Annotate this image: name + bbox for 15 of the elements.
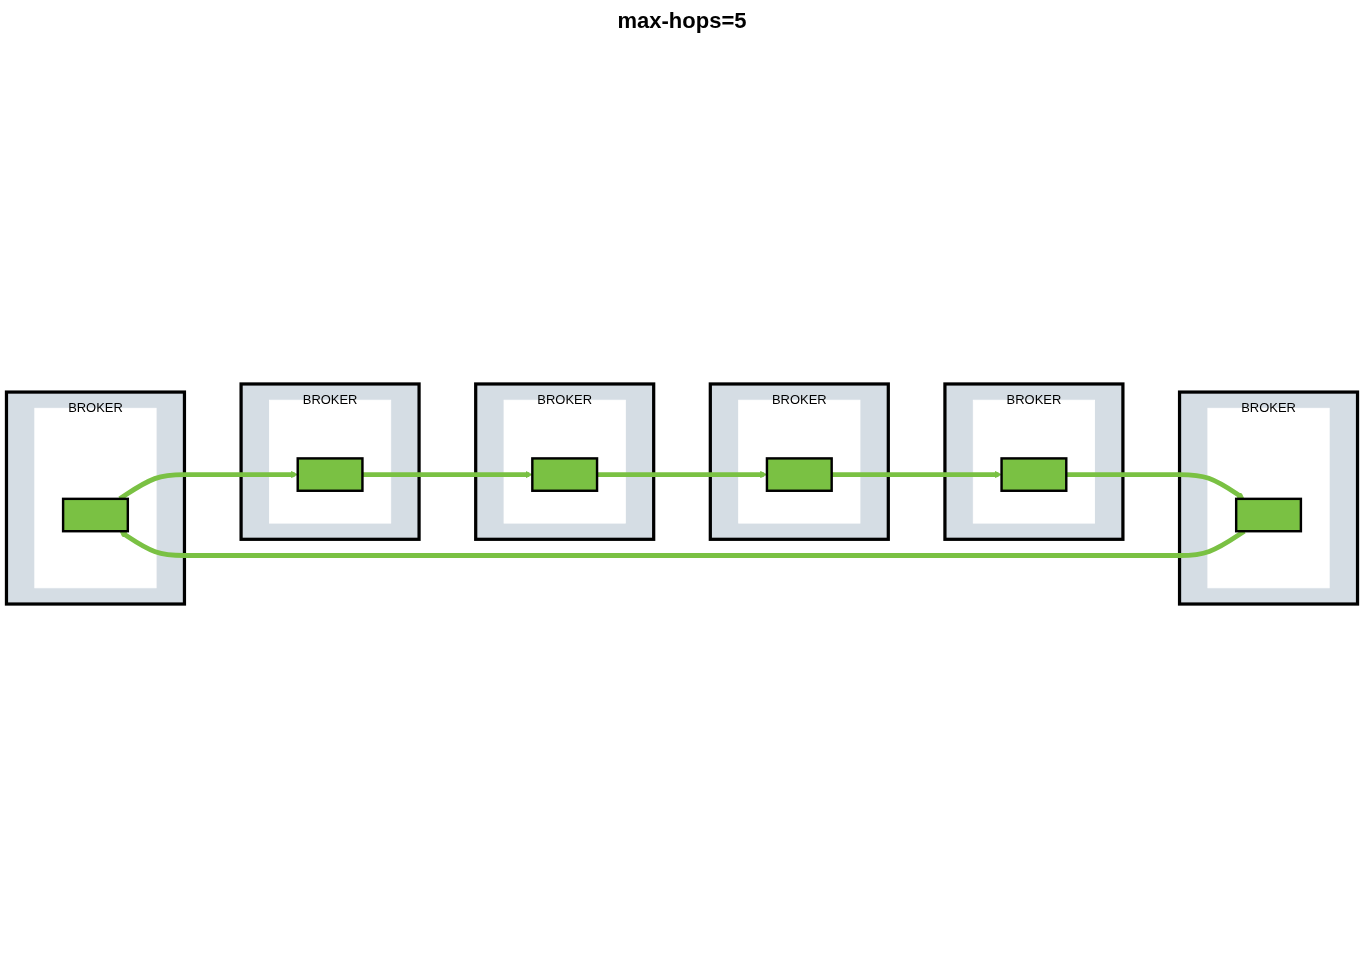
- cluster: BROKER: [708, 382, 890, 541]
- cluster: BROKER: [943, 382, 1125, 541]
- node-bar: [61, 497, 130, 533]
- cluster: BROKER: [1177, 390, 1360, 606]
- arrow: [362, 471, 533, 479]
- cluster: BROKER: [4, 390, 187, 606]
- cluster: BROKER: [239, 382, 421, 541]
- node-bar: [1000, 457, 1068, 492]
- cluster: BROKER: [474, 382, 656, 541]
- node-bar: [531, 457, 599, 492]
- node-bar: [296, 457, 364, 492]
- node-bar: [765, 457, 833, 492]
- arrow: [831, 471, 1002, 479]
- node-bar: [1234, 497, 1303, 533]
- note-text: max-hops=5: [617, 8, 747, 33]
